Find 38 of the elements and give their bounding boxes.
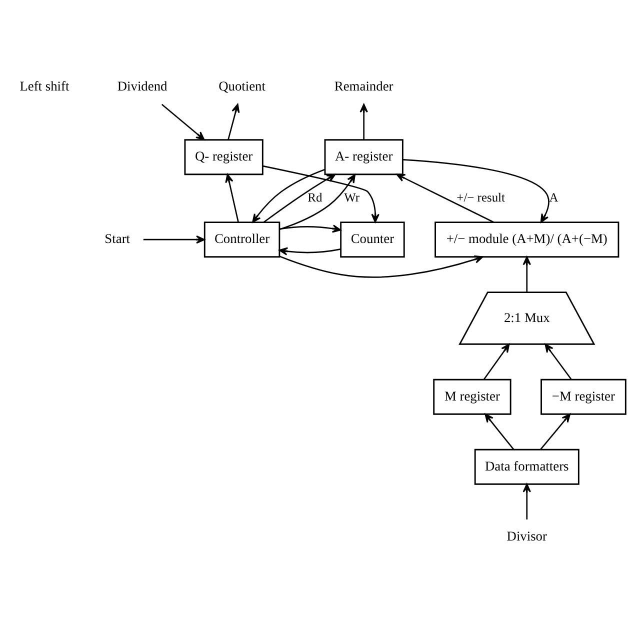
node-box: M register — [433, 378, 512, 415]
label: Left shift — [20, 78, 70, 94]
node-text: Start — [104, 231, 130, 246]
arrow — [262, 165, 380, 223]
node-text: Quotient — [218, 78, 266, 94]
arrow — [143, 235, 205, 244]
edge-label: +/− result — [456, 190, 505, 205]
arrow — [228, 104, 240, 140]
edge-label: Wr — [344, 190, 360, 205]
node-box: Data formatters — [474, 448, 580, 485]
arrow — [484, 344, 510, 380]
node-box: Counter — [340, 222, 405, 258]
node-text: Dividend — [117, 78, 168, 94]
node-box: Q- register — [184, 139, 264, 176]
arrow — [279, 224, 342, 233]
arrow — [360, 104, 368, 140]
arrow — [279, 255, 484, 278]
arrow — [396, 174, 494, 223]
node-box: +/− module (A+M)/ (A+(−M) — [434, 222, 620, 258]
arrow — [225, 174, 239, 222]
arrow — [278, 247, 341, 256]
arrow — [252, 168, 326, 223]
arrow — [522, 484, 531, 520]
node-text: Remainder — [334, 78, 394, 94]
arrow — [403, 158, 550, 223]
edge-label: A — [549, 190, 558, 205]
arrow — [161, 104, 205, 140]
arrow — [263, 174, 336, 223]
arrow — [544, 344, 572, 380]
node-box: A- register — [324, 139, 404, 176]
node-box: Controller — [204, 222, 280, 258]
arrow — [279, 174, 356, 230]
arrow — [522, 256, 531, 292]
arrow — [540, 414, 571, 450]
node-box: −M register — [540, 378, 626, 415]
node-text: Divisor — [506, 528, 547, 544]
edge-label: Rd — [308, 190, 322, 205]
arrow — [484, 414, 514, 450]
